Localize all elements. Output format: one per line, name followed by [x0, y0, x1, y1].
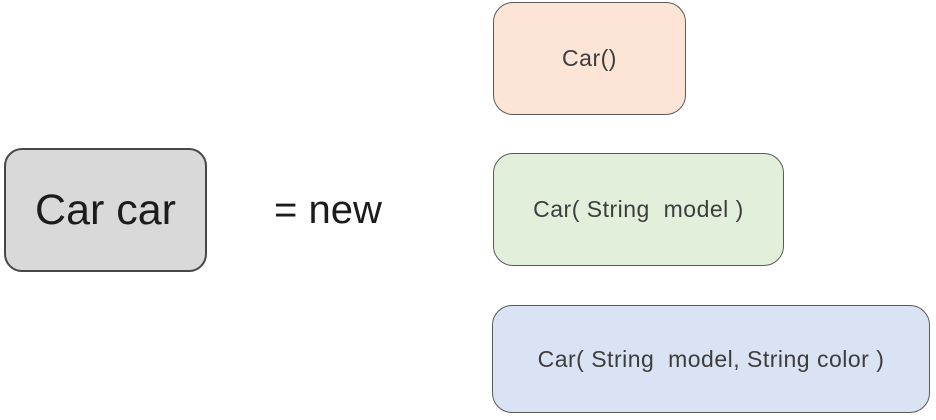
constructor-box-two-arg: Car( String model, String color ) [492, 305, 930, 413]
constructor-one-arg-label: Car( String model ) [533, 196, 744, 222]
assignment-new-operator-text: = new [274, 188, 382, 232]
constructor-box-default: Car() [493, 2, 686, 115]
constructor-default-label: Car() [562, 45, 617, 71]
variable-declaration-box: Car car [4, 148, 207, 272]
constructor-box-one-arg: Car( String model ) [493, 153, 784, 266]
variable-declaration-label: Car car [35, 185, 176, 234]
constructor-two-arg-label: Car( String model, String color ) [537, 345, 885, 372]
